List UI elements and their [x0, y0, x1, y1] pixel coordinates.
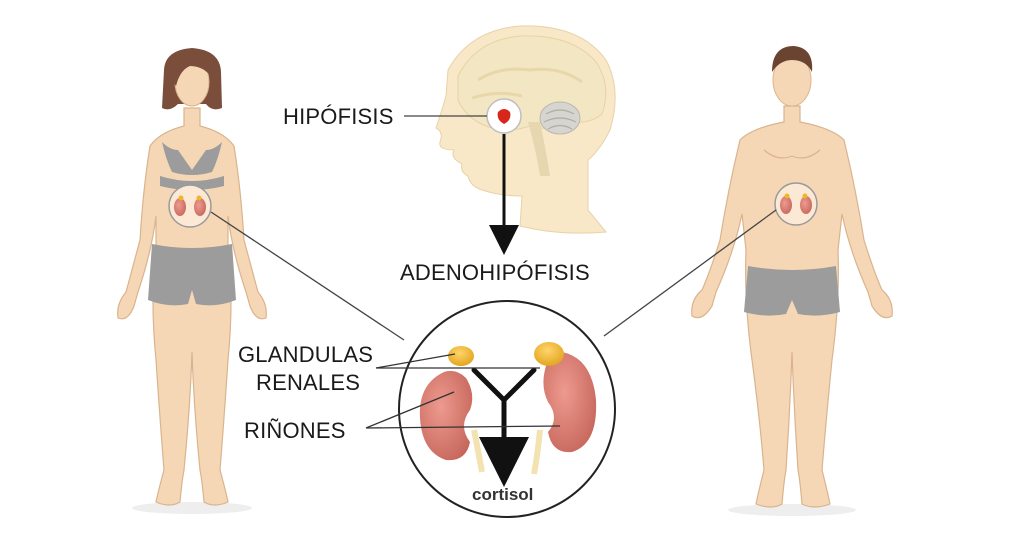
- label-renales: RENALES: [256, 370, 360, 395]
- label-glandulas: GLANDULAS: [238, 342, 373, 367]
- head-brain-illustration: [435, 25, 616, 234]
- rinones-leader-left: [365, 391, 455, 429]
- rinones-leader-right: [365, 425, 561, 429]
- male-connector: [603, 209, 777, 337]
- male-figure: [691, 46, 893, 516]
- label-adenohipofisis: ADENOHIPÓFISIS: [400, 260, 590, 285]
- label-hipofisis: HIPÓFISIS: [283, 104, 394, 129]
- female-figure: [117, 48, 267, 514]
- female-connector: [210, 211, 405, 341]
- glandulas-leader-left: [375, 353, 456, 369]
- label-cortisol: cortisol: [472, 485, 533, 504]
- label-rinones: RIÑONES: [244, 418, 346, 443]
